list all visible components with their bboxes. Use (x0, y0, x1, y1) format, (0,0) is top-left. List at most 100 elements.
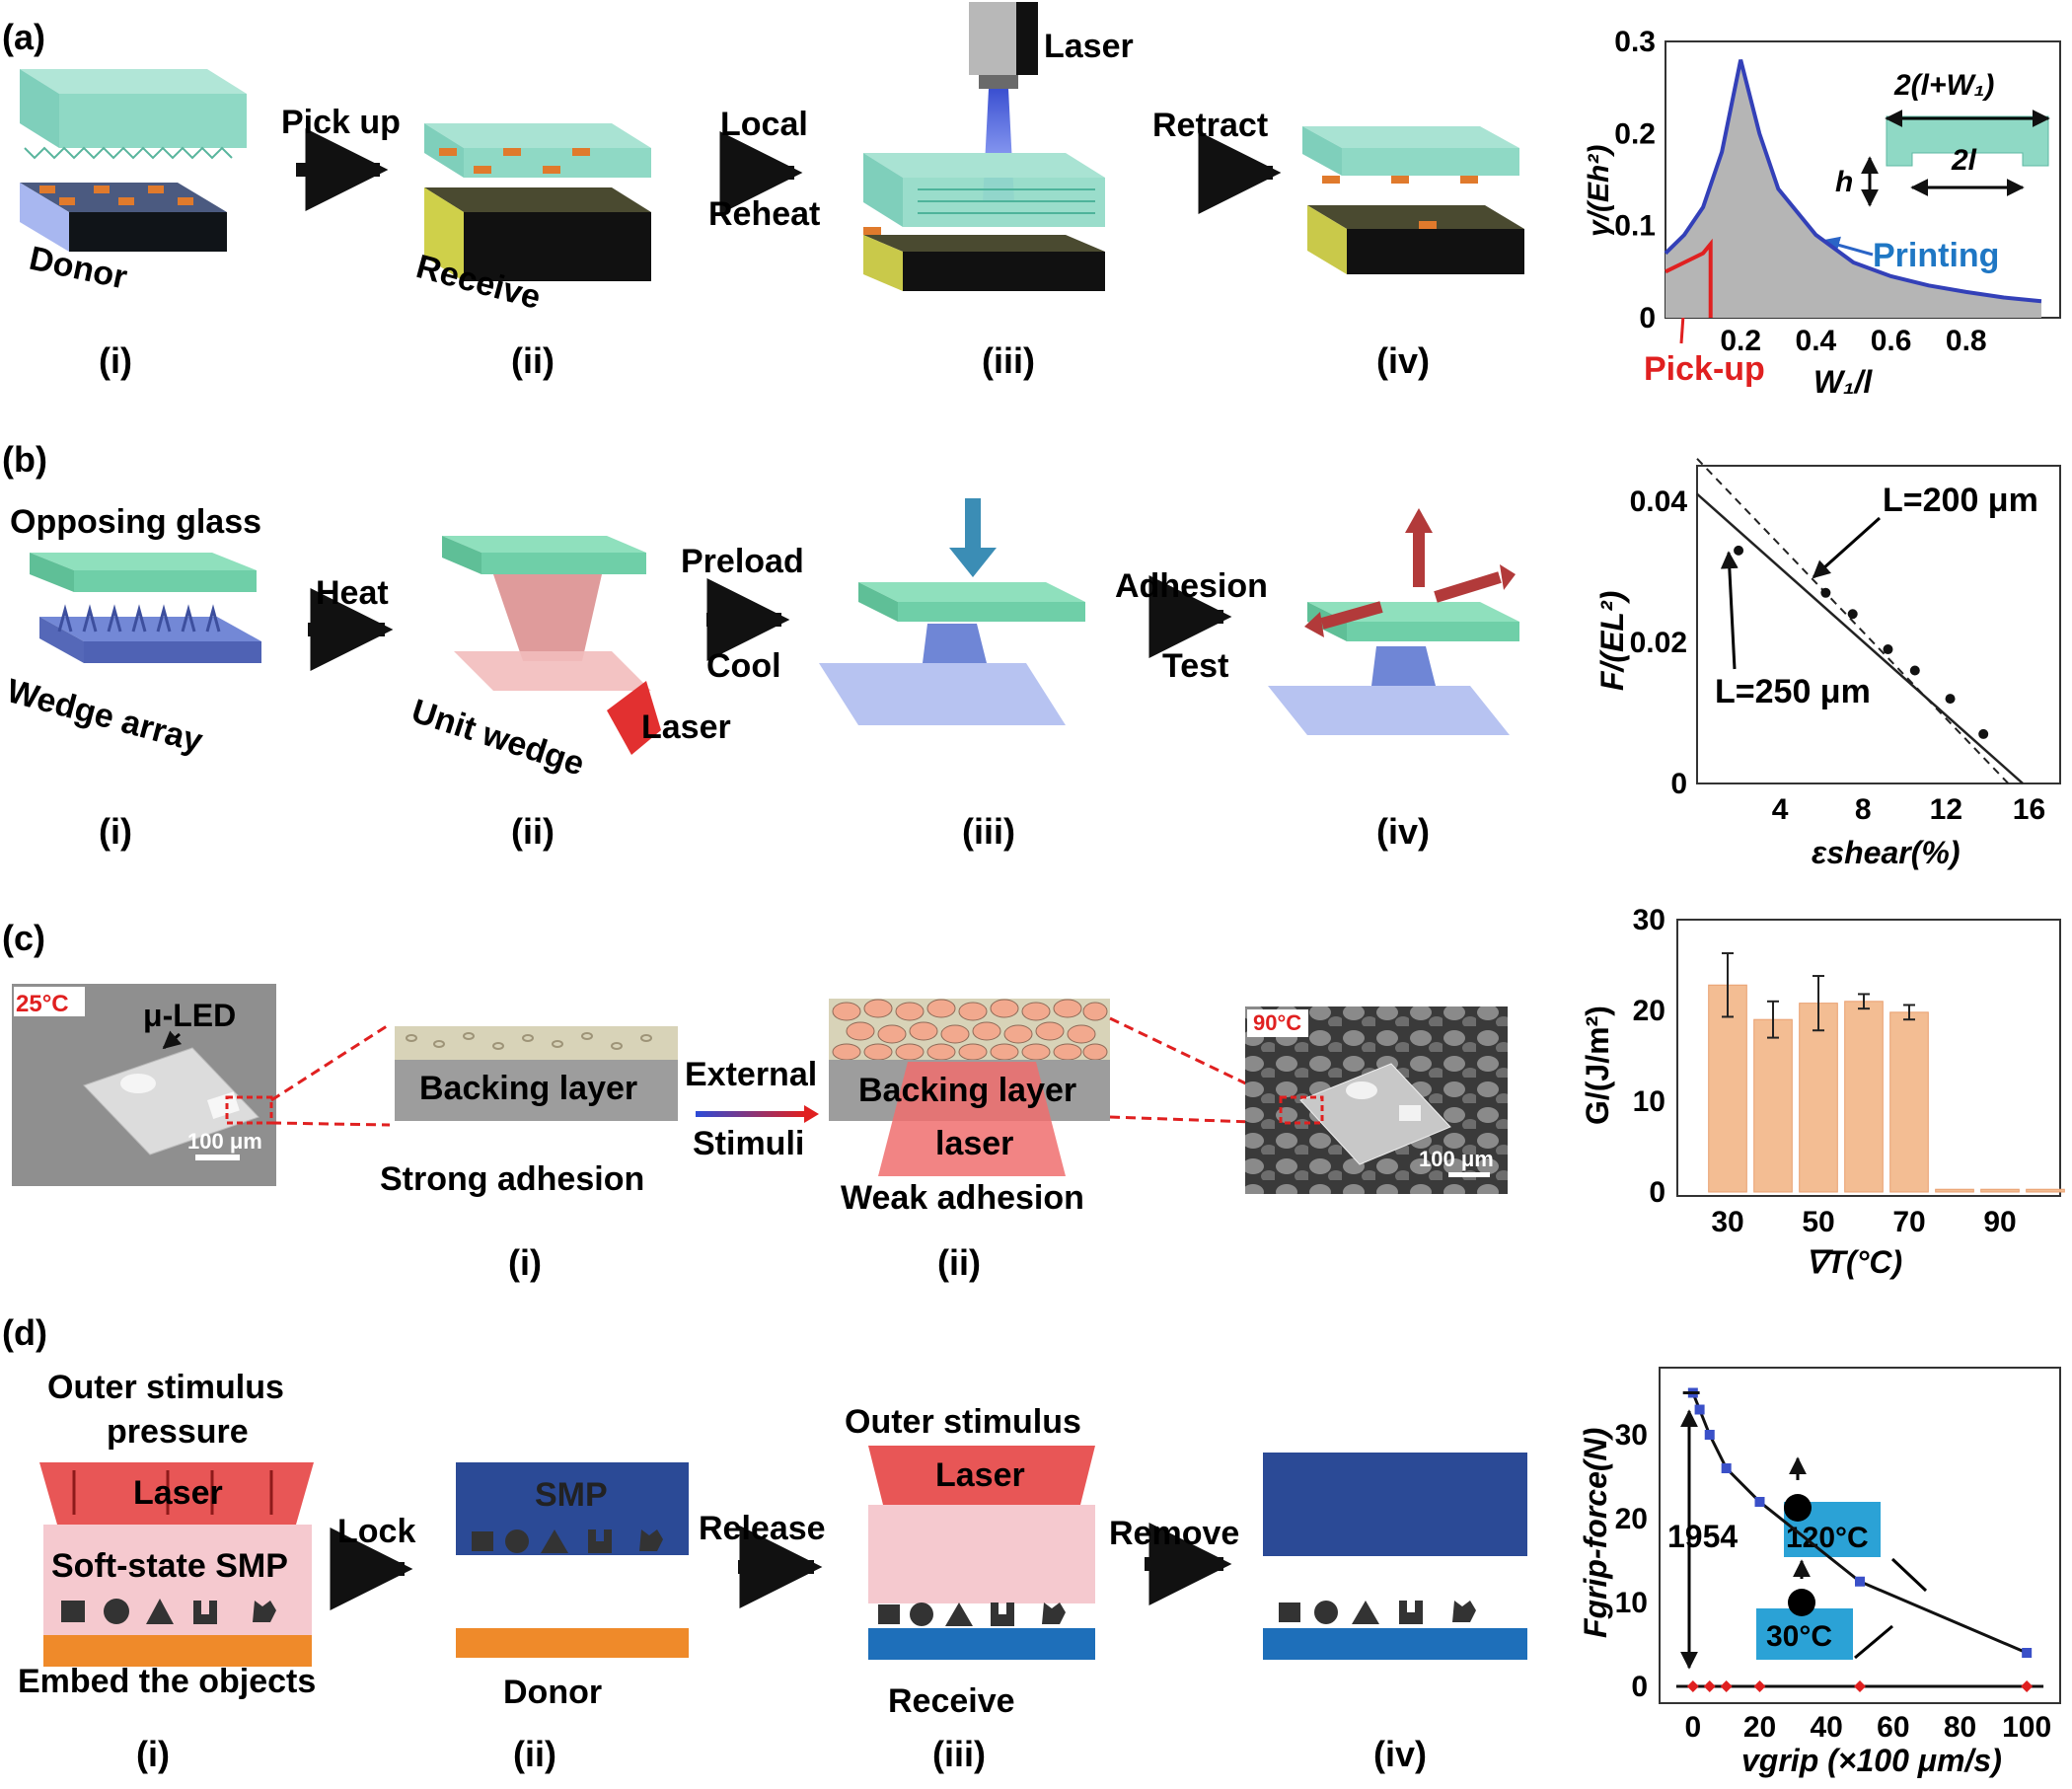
b-preload-label: Preload (681, 543, 804, 580)
chart-b-frame (1696, 465, 2061, 784)
chart-c-bar (1844, 1001, 1884, 1193)
d-remove-label: Remove (1109, 1515, 1239, 1552)
c-laser-label: laser (935, 1125, 1013, 1162)
b-step2-illustration (442, 536, 661, 755)
chart-c-xtick: 70 (1892, 1206, 1925, 1238)
chart-b-xtick: 4 (1772, 793, 1789, 826)
d-lock-label: Lock (337, 1513, 415, 1550)
chart-b-line-250 (1696, 492, 2024, 784)
a-step3-illustration (863, 2, 1105, 291)
chart-b-point (1820, 587, 1831, 598)
c-step1-illustration: Backing layer (395, 1026, 678, 1121)
a-step4-illustration (1302, 126, 1524, 274)
chart-a-ytick: 0 (1639, 302, 1656, 335)
chart-d-xtick: 20 (1743, 1711, 1776, 1744)
d-step4-illustration (1263, 1453, 1527, 1660)
chart-a-inset: 2(l+W₁) 2l h (1835, 69, 2050, 207)
b-sub-iv: (iv) (1376, 811, 1430, 852)
chart-c-ylabel: G/(J/m²) (1580, 1006, 1615, 1125)
b-opposing-glass-label: Opposing glass (10, 503, 261, 541)
a-pickup-label: Pick up (281, 104, 401, 141)
chart-b-point (1909, 665, 1920, 676)
a-sub-ii: (ii) (511, 340, 555, 381)
chart-b-point (1734, 545, 1744, 556)
b-heat-label: Heat (316, 574, 389, 612)
b-unit-wedge-label: Unit wedge (407, 692, 589, 783)
b-wedge-array-label: Wedge array (3, 672, 206, 760)
a-step1-illustration (20, 69, 247, 252)
a-reheat-label: Reheat (708, 195, 820, 233)
d-sub-iii: (iii) (932, 1734, 986, 1774)
chart-a-inset-h: h (1835, 166, 1853, 198)
panel-d-label: (d) (2, 1312, 47, 1353)
c-sem-left: 25°C μ-LED 100 μm (12, 984, 276, 1186)
chart-b-xlabel: εshear(%) (1812, 835, 1960, 870)
chart-a-pickup-label: Pick-up (1644, 350, 1765, 388)
b-laser-label: Laser (641, 708, 731, 746)
panel-a: (a) Donor Pick up (2, 2, 2061, 400)
chart-c-bar (1799, 1003, 1838, 1193)
chart-c-ytick: 0 (1649, 1176, 1665, 1209)
chart-c-bar (1753, 1018, 1793, 1193)
chart-c-xtick: 50 (1802, 1206, 1834, 1238)
chart-d-point-30 (1854, 1680, 1866, 1692)
a-sub-iv: (iv) (1376, 340, 1430, 381)
chart-a-xtick: 0.8 (1946, 325, 1987, 357)
c-sub-i: (i) (508, 1242, 542, 1283)
chart-d-ytick: 10 (1615, 1587, 1648, 1619)
c-stimuli-label: Stimuli (693, 1125, 804, 1162)
b-sub-iii: (iii) (962, 811, 1015, 852)
chart-a-xtick: 0.6 (1871, 325, 1912, 357)
d-donor-label: Donor (503, 1674, 602, 1711)
c-scale-left: 100 μm (187, 1129, 262, 1154)
chart-b-point (1945, 694, 1956, 705)
a-laser-label: Laser (1044, 28, 1134, 65)
chart-a-inset-top: 2(l+W₁) (1893, 69, 1994, 102)
chart-b-label-250: L=250 μm (1715, 673, 1871, 710)
chart-b-arrow-200 (1812, 516, 1882, 579)
d-smp-label: SMP (535, 1476, 608, 1514)
chart-b-xtick: 16 (2013, 793, 2045, 826)
a-sub-i: (i) (99, 340, 132, 381)
panel-c: (c) 25°C μ-LED 100 μm Backing layer Stro… (2, 904, 2065, 1283)
c-backing-2: Backing layer (858, 1072, 1076, 1109)
chart-d-point-120 (2022, 1648, 2033, 1658)
b-step1-illustration (30, 553, 261, 663)
chart-a-ytick: 0.3 (1614, 26, 1656, 58)
chart-a-printing-arrow (1821, 236, 1874, 257)
panel-b-label: (b) (2, 439, 47, 480)
chart-c-bar (1980, 1188, 2020, 1193)
b-step4-illustration (1268, 508, 1519, 735)
chart-c-bar (2026, 1188, 2065, 1193)
a-step2-illustration (424, 123, 651, 281)
a-local-label: Local (720, 106, 808, 143)
c-temp-left: 25°C (16, 991, 69, 1017)
c-external-label: External (685, 1056, 817, 1093)
chart-d: Fgrip-force(N) vgrip (×100 μm/s) 1954 12… (1578, 1367, 2061, 1778)
chart-d-xtick: 60 (1877, 1711, 1909, 1744)
chart-b-point (1847, 609, 1858, 620)
chart-a-inset-mid: 2l (1951, 144, 1977, 177)
chart-b-arrow-250 (1720, 551, 1739, 670)
d-step1-illustration: Laser Soft-state SMP (39, 1462, 314, 1667)
chart-b-xtick: 8 (1855, 793, 1872, 826)
chart-a-ylabel: γ/(Eh²) (1583, 145, 1615, 237)
c-step2-illustration: Backing layer laser (829, 999, 1110, 1176)
d-step3-illustration: Laser (868, 1446, 1095, 1660)
a-sub-iii: (iii) (982, 340, 1035, 381)
b-sub-i: (i) (99, 811, 132, 852)
chart-c-bar (1935, 1188, 1974, 1193)
chart-a-xtick: 0.2 (1720, 325, 1761, 357)
chart-d-ytick: 30 (1615, 1419, 1648, 1452)
chart-d-ylabel: Fgrip-force(N) (1578, 1428, 1613, 1638)
chart-a-xtick: 0.4 (1796, 325, 1837, 357)
chart-c-xtick: 30 (1711, 1206, 1743, 1238)
chart-b-ytick: 0.04 (1630, 485, 1688, 518)
chart-d-point-30 (1703, 1680, 1716, 1692)
panel-a-label: (a) (2, 17, 45, 57)
chart-c-ytick: 30 (1633, 904, 1665, 936)
chart-d-point-120 (1855, 1576, 1865, 1587)
a-retract-label: Retract (1152, 107, 1268, 144)
d-laser-1: Laser (133, 1474, 223, 1512)
